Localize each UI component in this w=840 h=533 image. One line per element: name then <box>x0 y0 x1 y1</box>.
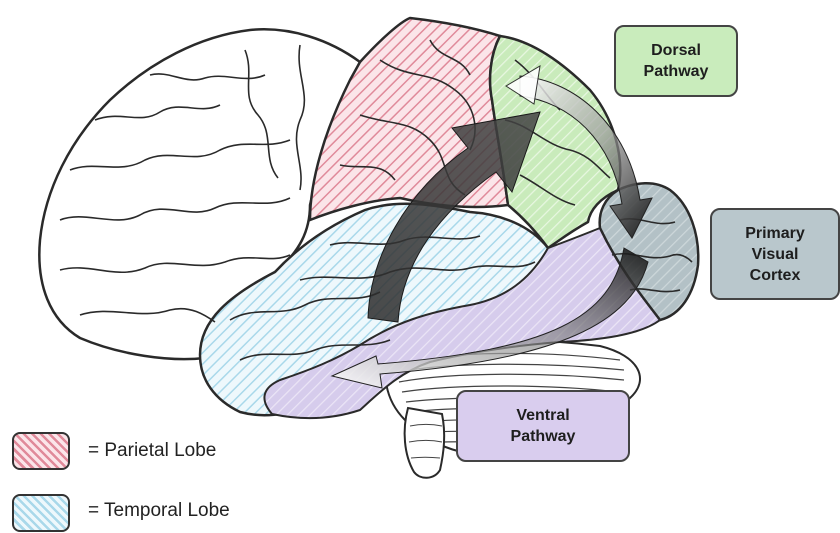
dorsal-label-line2: Pathway <box>644 61 709 82</box>
dorsal-pathway-label: Dorsal Pathway <box>614 25 738 97</box>
visual-label-line3: Cortex <box>750 265 801 286</box>
primary-visual-cortex-label: Primary Visual Cortex <box>710 208 840 300</box>
visual-label-line2: Visual <box>752 244 799 265</box>
ventral-pathway-label: Ventral Pathway <box>456 390 630 462</box>
visual-label-line1: Primary <box>745 223 805 244</box>
dorsal-label-line1: Dorsal <box>651 40 701 61</box>
brain-stem <box>405 408 445 478</box>
ventral-label-line1: Ventral <box>516 405 569 426</box>
ventral-label-line2: Pathway <box>511 426 576 447</box>
temporal-legend-label: = Temporal Lobe <box>88 500 230 522</box>
parietal-legend-swatch <box>12 432 70 470</box>
parietal-legend-label: = Parietal Lobe <box>88 440 216 462</box>
temporal-legend-swatch <box>12 494 70 532</box>
